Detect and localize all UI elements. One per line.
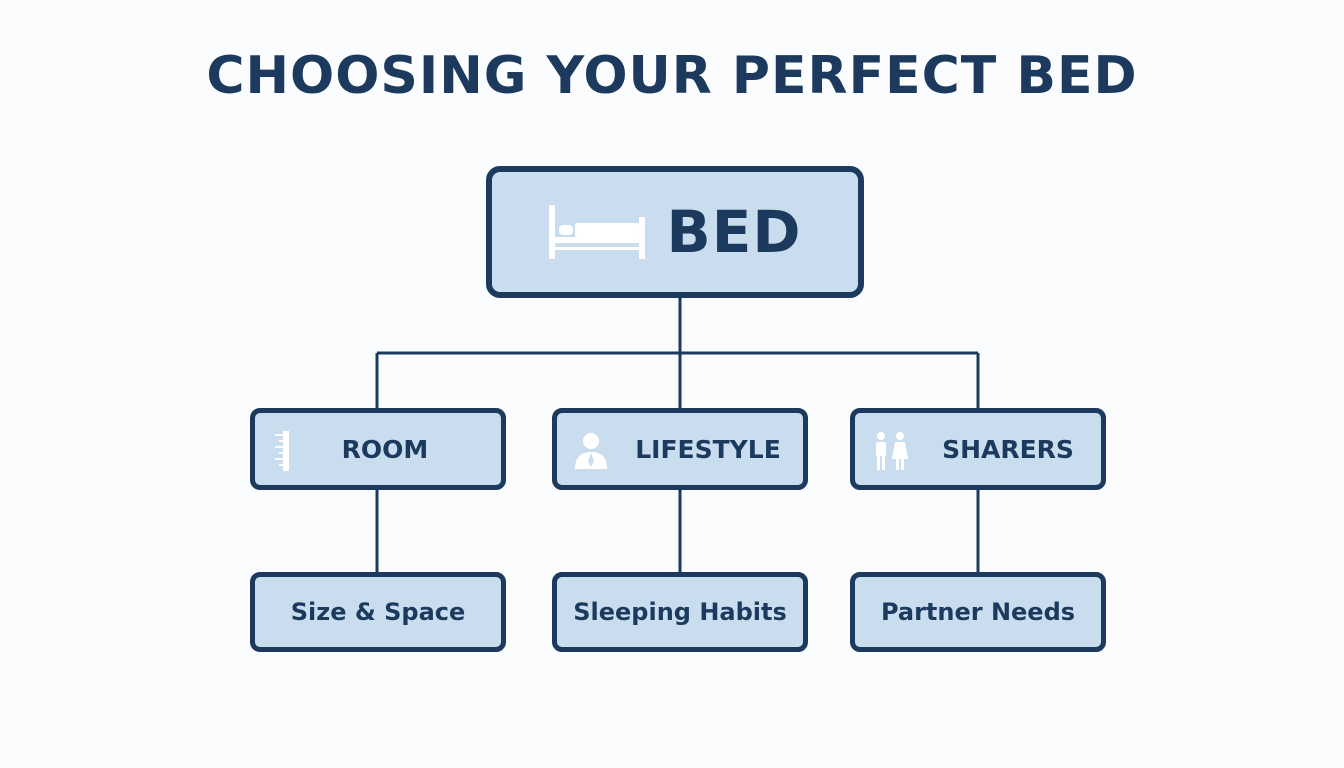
- category-label-lifestyle: LIFESTYLE: [635, 434, 781, 464]
- ruler-icon: [275, 431, 289, 471]
- detail-node-size-space: Size & Space: [250, 572, 506, 652]
- category-lifestyle: LIFESTYLE: [552, 408, 808, 490]
- couple-icon: [876, 432, 908, 470]
- detail-node-sleeping-habits: Sleeping Habits: [552, 572, 808, 652]
- page-title: CHOOSING YOUR PERFECT BED: [206, 46, 1138, 106]
- root-node-bed: BED: [486, 166, 864, 298]
- detail-label-room: Size & Space: [290, 598, 466, 626]
- detail-label-sharers: Partner Needs: [880, 598, 1076, 626]
- person-icon: [575, 433, 607, 469]
- detail-node-partner-needs: Partner Needs: [850, 572, 1106, 652]
- bed-icon: [548, 205, 645, 259]
- category-label-room: ROOM: [341, 434, 429, 464]
- category-sharers: SHARERS: [850, 408, 1106, 490]
- category-label-sharers: SHARERS: [942, 434, 1074, 464]
- category-room: ROOM: [250, 408, 506, 490]
- root-label: BED: [666, 198, 802, 266]
- detail-label-lifestyle: Sleeping Habits: [573, 598, 787, 626]
